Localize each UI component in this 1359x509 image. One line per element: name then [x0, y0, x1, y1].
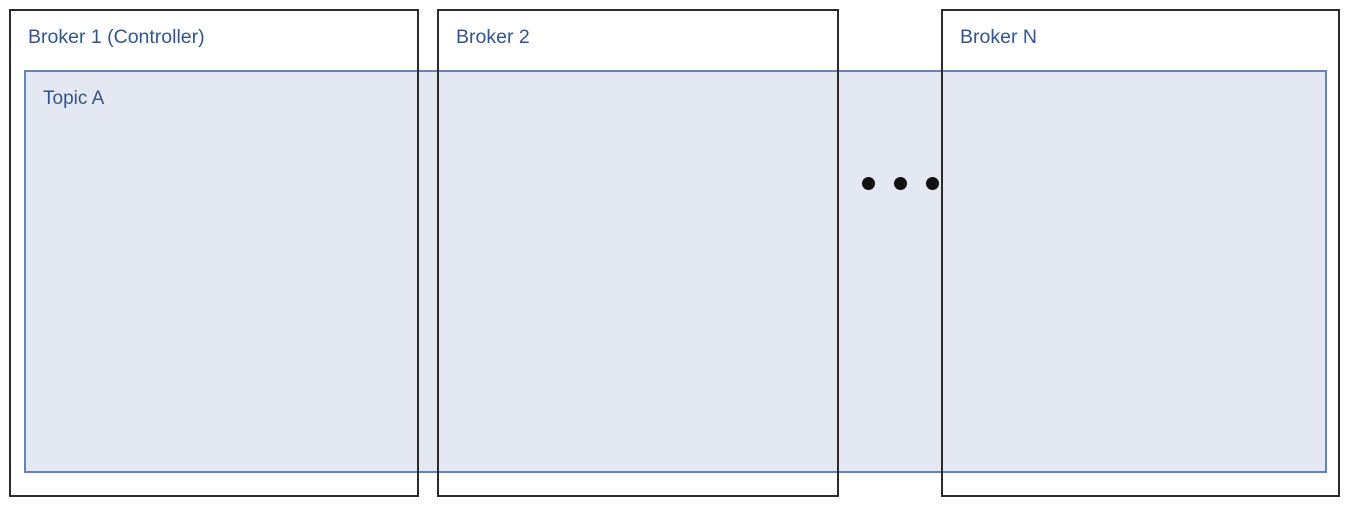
broker-header-broker-1 — [11, 11, 417, 70]
broker-frame-broker-2: Broker 2 — [437, 9, 839, 497]
broker-footer-broker-2 — [439, 475, 837, 495]
topic-a-label: Topic A — [43, 88, 105, 109]
ellipsis-dots — [862, 177, 939, 190]
broker-header-broker-2 — [439, 11, 837, 70]
topic-band — [24, 70, 1327, 473]
broker-header-broker-n — [943, 11, 1338, 70]
broker-title-broker-1: Broker 1 (Controller) — [28, 26, 205, 48]
broker-footer-broker-1 — [11, 475, 417, 495]
broker-frame-broker-n: Broker N — [941, 9, 1340, 497]
topic-band-left-edge — [24, 70, 26, 473]
ellipsis-dot — [894, 177, 907, 190]
topic-band-right-edge — [1325, 70, 1327, 473]
broker-footer-broker-n — [943, 475, 1338, 495]
broker-frame-broker-1: Broker 1 (Controller) — [9, 9, 419, 497]
ellipsis-dot — [926, 177, 939, 190]
broker-title-broker-2: Broker 2 — [456, 26, 530, 48]
broker-title-broker-n: Broker N — [960, 26, 1037, 48]
ellipsis-dot — [862, 177, 875, 190]
